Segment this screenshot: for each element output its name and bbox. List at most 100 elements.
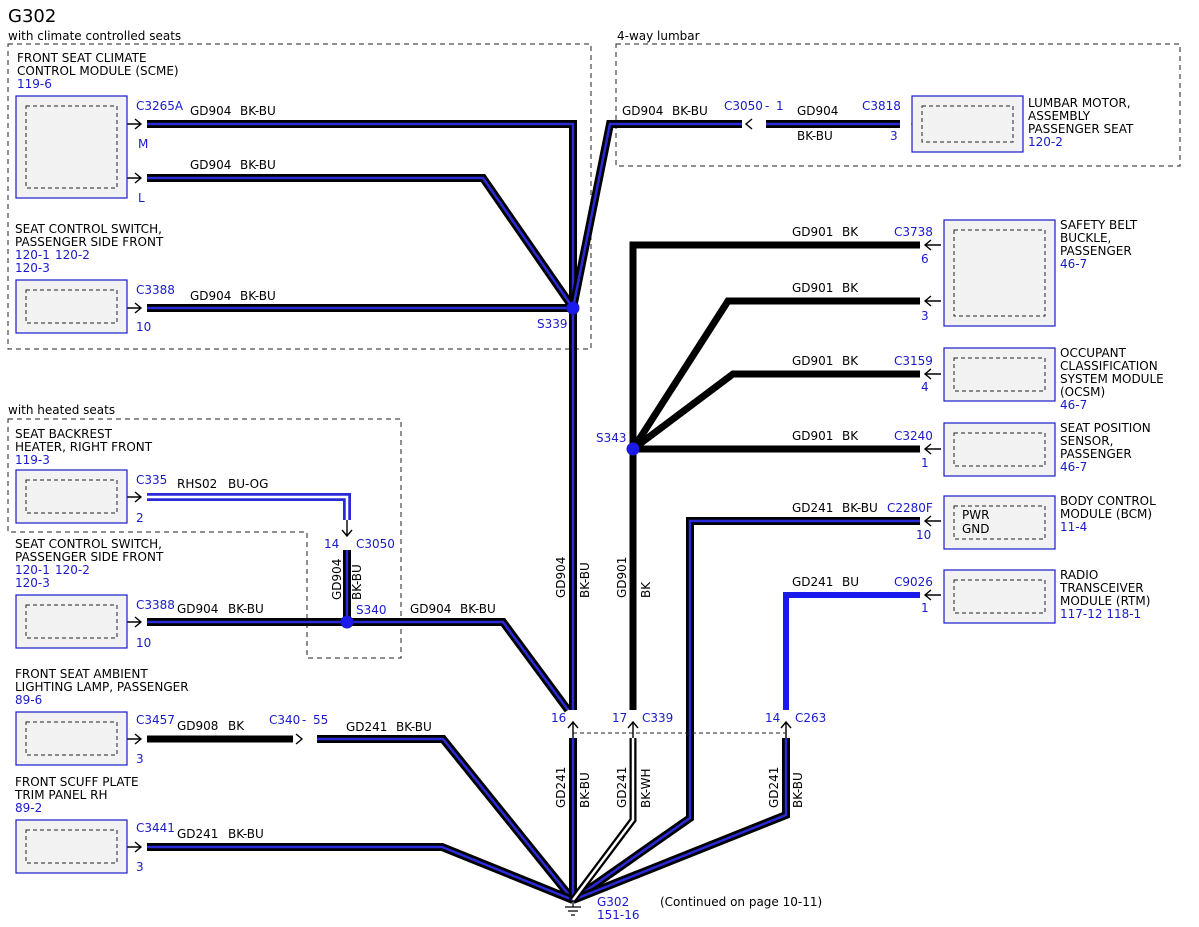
svg-text:BK: BK: [842, 225, 859, 239]
splice-s340: [340, 615, 354, 629]
svg-text:3: 3: [921, 309, 929, 323]
splice-labels: S339 S343 S340: [356, 317, 627, 617]
svg-text:BK-BU: BK-BU: [240, 104, 276, 118]
svg-text:89-2: 89-2: [15, 801, 42, 815]
svg-text:3: 3: [136, 752, 144, 766]
wires-bk: [147, 241, 920, 743]
svg-text:10: 10: [916, 528, 931, 542]
svg-text:GD904: GD904: [554, 557, 568, 598]
svg-text:C263: C263: [795, 711, 826, 725]
svg-text:120-2: 120-2: [55, 248, 90, 262]
svg-text:11-4: 11-4: [1060, 520, 1087, 534]
group-box-climate: [7, 43, 592, 350]
wire-labels: GD904 BK-BU GD904 BK-BU GD904 BK-BU GD90…: [177, 104, 878, 841]
svg-text:-: -: [302, 713, 306, 727]
heater-box: [15, 469, 128, 524]
svg-text:C2280F: C2280F: [887, 501, 933, 515]
svg-text:BK-BU: BK-BU: [791, 772, 805, 808]
svg-text:PASSENGER SIDE FRONT: PASSENGER SIDE FRONT: [15, 550, 164, 564]
continued-note: (Continued on page 10-11): [660, 895, 822, 909]
svg-text:GD904: GD904: [190, 104, 231, 118]
bcm-box: [943, 495, 1056, 550]
svg-text:ASSEMBLY: ASSEMBLY: [1028, 109, 1091, 123]
svg-text:GD904: GD904: [190, 289, 231, 303]
group-label-climate: with climate controlled seats: [8, 29, 181, 43]
svg-text:10: 10: [136, 636, 151, 650]
svg-text:TRANSCEIVER: TRANSCEIVER: [1059, 581, 1144, 595]
svg-text:6: 6: [921, 252, 929, 266]
svg-text:120-1: 120-1: [15, 563, 50, 577]
ground-label: G302: [597, 895, 629, 909]
svg-text:BK: BK: [842, 429, 859, 443]
svg-text:46-7: 46-7: [1060, 257, 1087, 271]
svg-text:BK: BK: [842, 281, 859, 295]
svg-text:BK-BU: BK-BU: [228, 602, 264, 616]
svg-text:C9026: C9026: [894, 575, 933, 589]
svg-text:SEAT BACKREST: SEAT BACKREST: [15, 427, 113, 441]
svg-text:GD901: GD901: [792, 429, 833, 443]
svg-text:CLASSIFICATION: CLASSIFICATION: [1060, 359, 1158, 373]
svg-text:BK-BU: BK-BU: [672, 104, 708, 118]
svg-text:GD901: GD901: [792, 354, 833, 368]
ground-ref: 151-16: [597, 908, 640, 922]
svg-text:C3441: C3441: [136, 821, 175, 835]
svg-text:C339: C339: [642, 711, 673, 725]
safety-belt-box: [943, 219, 1056, 327]
svg-text:GD901: GD901: [615, 557, 629, 598]
ocsm-box: [943, 347, 1056, 402]
svg-text:14: 14: [765, 711, 780, 725]
svg-text:GD241: GD241: [177, 827, 218, 841]
svg-text:SENSOR,: SENSOR,: [1060, 434, 1113, 448]
svg-text:LUMBAR MOTOR,: LUMBAR MOTOR,: [1028, 96, 1131, 110]
group-box-lumbar: [615, 43, 1181, 167]
svg-text:BK: BK: [639, 581, 653, 598]
svg-text:C3818: C3818: [862, 99, 901, 113]
svg-text:3: 3: [136, 860, 144, 874]
svg-text:BK-WH: BK-WH: [639, 768, 653, 808]
svg-text:(OCSM): (OCSM): [1060, 385, 1105, 399]
svg-text:GD901: GD901: [792, 225, 833, 239]
svg-text:GD904: GD904: [797, 104, 838, 118]
svg-text:FRONT SCUFF PLATE: FRONT SCUFF PLATE: [15, 775, 139, 789]
svg-text:1: 1: [921, 601, 929, 615]
svg-text:120-3: 120-3: [15, 576, 50, 590]
svg-text:MODULE (RTM): MODULE (RTM): [1060, 594, 1150, 608]
svg-text:BUCKLE,: BUCKLE,: [1060, 231, 1111, 245]
svg-text:C3050: C3050: [724, 99, 763, 113]
svg-text:C3388: C3388: [136, 283, 175, 297]
svg-text:BK-BU: BK-BU: [240, 289, 276, 303]
svg-text:OCCUPANT: OCCUPANT: [1060, 346, 1127, 360]
svg-text:GD908: GD908: [177, 719, 218, 733]
svg-text:BK-BU: BK-BU: [842, 501, 878, 515]
svg-text:C335: C335: [136, 473, 167, 487]
svg-text:16: 16: [551, 711, 566, 725]
lumbar-motor-box: [911, 95, 1024, 153]
svg-text:BK-BU: BK-BU: [228, 827, 264, 841]
svg-text:SYSTEM MODULE: SYSTEM MODULE: [1060, 372, 1164, 386]
svg-text:HEATER, RIGHT FRONT: HEATER, RIGHT FRONT: [15, 440, 153, 454]
svg-text:120-1: 120-1: [15, 248, 50, 262]
svg-text:GND: GND: [962, 522, 990, 536]
scuff-plate-box: [15, 819, 128, 874]
svg-text:PWR: PWR: [962, 508, 989, 522]
svg-text:GD904: GD904: [622, 104, 663, 118]
svg-text:55: 55: [313, 713, 328, 727]
svg-text:BK-BU: BK-BU: [240, 158, 276, 172]
svg-text:PASSENGER: PASSENGER: [1060, 244, 1132, 258]
wires-bk-bu: [147, 120, 920, 904]
seat-switch-1-box: [15, 279, 128, 334]
seat-position-sensor-box: [943, 422, 1056, 477]
svg-text:17: 17: [612, 711, 627, 725]
group-label-lumbar: 4-way lumbar: [617, 29, 700, 43]
svg-text:2: 2: [136, 511, 144, 525]
svg-text:GD904: GD904: [330, 559, 344, 600]
svg-text:TRIM PANEL RH: TRIM PANEL RH: [14, 788, 107, 802]
svg-text:PASSENGER SEAT: PASSENGER SEAT: [1028, 122, 1134, 136]
svg-text:S343: S343: [596, 431, 627, 445]
svg-text:BK-BU: BK-BU: [460, 602, 496, 616]
svg-text:117-12 118-1: 117-12 118-1: [1060, 607, 1141, 621]
wires-bk-wh: [570, 738, 637, 903]
svg-text:PASSENGER: PASSENGER: [1060, 447, 1132, 461]
svg-text:SEAT CONTROL SWITCH,: SEAT CONTROL SWITCH,: [15, 537, 162, 551]
